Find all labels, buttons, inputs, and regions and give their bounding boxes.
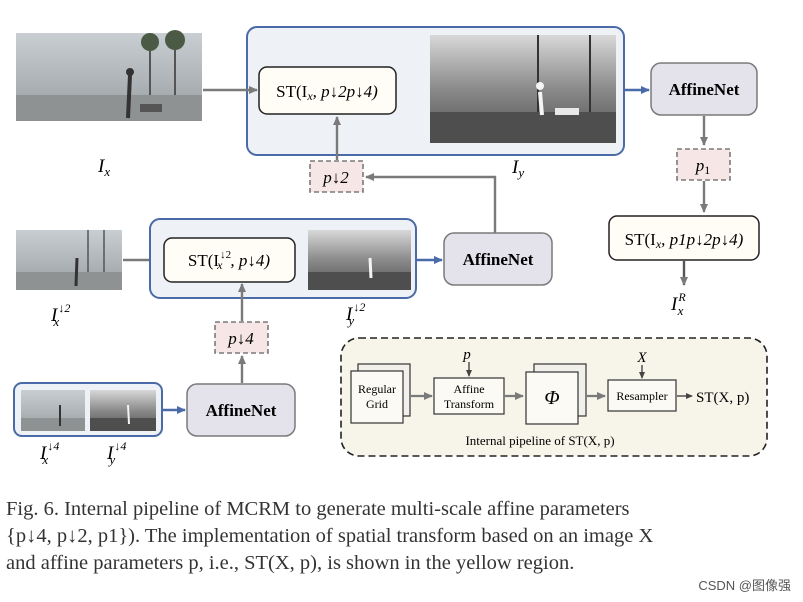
- caption-line-2: {p↓4, p↓2, p1}). The implementation of s…: [6, 525, 654, 547]
- param-label-p2: p↓2: [322, 168, 349, 187]
- affinenet-label-stage2: AffineNet: [463, 250, 534, 269]
- st-box-stage2: [163, 237, 296, 283]
- caption-line-1: Fig. 6. Internal pipeline of MCRM to gen…: [6, 498, 630, 520]
- pipeline-st-output: ST(X, p): [696, 390, 749, 406]
- label-ix: Ix: [97, 156, 110, 179]
- affinenet-box-stage3: [186, 383, 296, 437]
- pipeline-caption: Internal pipeline of ST(X, p): [465, 433, 614, 448]
- arrow-affinenet-mid-to-p2: [365, 173, 497, 233]
- regular-grid-line2: Grid: [366, 397, 388, 411]
- regular-grid-line1: Regular: [358, 382, 396, 396]
- image-iy-down4: [90, 390, 156, 431]
- param-label-p4: p↓4: [227, 329, 254, 348]
- caption-line-3: and affine parameters p, i.e., ST(X, p),…: [6, 552, 575, 574]
- param-box-p1: [676, 148, 731, 181]
- image-iy-down2: [308, 230, 411, 290]
- image-ix: [16, 30, 202, 121]
- param-label-p1: p1: [695, 156, 711, 177]
- pipeline-p-label: p: [462, 347, 471, 363]
- affinenet-label-stage1: AffineNet: [669, 80, 740, 99]
- st-output-label: ST(Ix, p1p↓2p↓4): [625, 230, 744, 251]
- figure-caption: Fig. 6. Internal pipeline of MCRM to gen…: [6, 496, 796, 577]
- affine-transform-line1: Affine: [453, 382, 484, 396]
- phi-box: [525, 371, 579, 425]
- watermark: CSDN @图像强: [698, 578, 791, 593]
- affine-transform-line2: Transform: [444, 397, 495, 411]
- param-box-p2: [309, 160, 364, 193]
- image-ix-down4: [21, 390, 85, 431]
- affinenet-label-stage3: AffineNet: [206, 401, 277, 420]
- image-iy: [430, 35, 616, 143]
- pipeline-x-label: X: [636, 350, 647, 366]
- affine-transform-box: [433, 377, 505, 415]
- label-iy: Iy: [511, 157, 524, 180]
- resampler-label: Resampler: [616, 389, 667, 403]
- resampler-box: [607, 379, 677, 412]
- affinenet-box-stage1: [650, 62, 758, 116]
- regular-grid-box: [350, 370, 404, 424]
- phi-symbol: Φ: [544, 387, 559, 409]
- mcrm-diagram: Ix ST(Ix, p↓2p↓4) Iy AffineNet p1 ST(Ix,…: [13, 26, 768, 467]
- st-output-box: [608, 215, 760, 261]
- st-label-stage1: ST(Ix, p↓2p↓4): [276, 82, 378, 103]
- affinenet-box-stage2: [443, 232, 553, 286]
- param-box-p4: [214, 321, 269, 354]
- image-ix-down2: [16, 230, 122, 290]
- st-box-stage1: [258, 66, 397, 115]
